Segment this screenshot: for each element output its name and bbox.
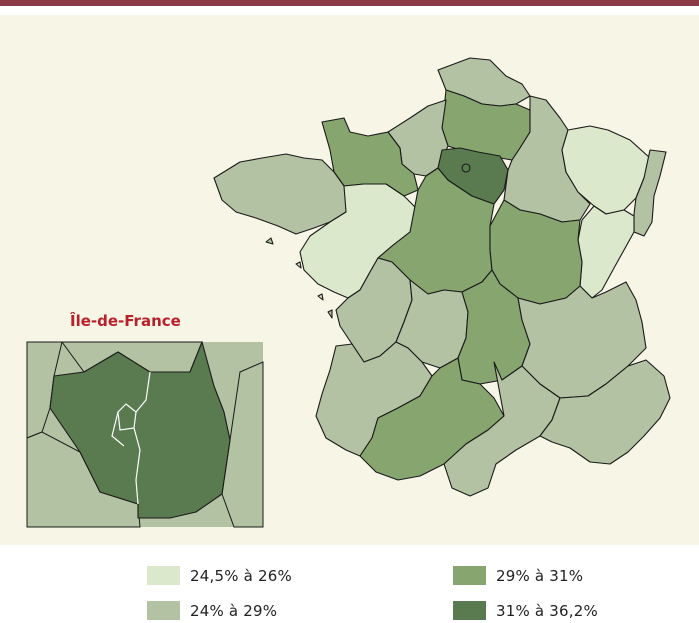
inset-paris-outline (117, 403, 137, 431)
legend-swatch-class4 (453, 601, 486, 620)
island-3 (317, 293, 324, 301)
region-languedoc-roussillon[interactable] (443, 361, 561, 497)
island-1 (265, 237, 274, 245)
map-panel: Île-de-France (0, 15, 699, 545)
legend-item-class4: 31% à 36,2% (453, 601, 598, 620)
legend-label-class2: 24% à 29% (190, 601, 278, 620)
region-lorraine[interactable] (561, 125, 651, 215)
inset-internal-border (133, 371, 151, 505)
paris-marker (461, 163, 471, 173)
ile-de-france-inset (26, 341, 264, 528)
legend-item-class3: 29% à 31% (453, 566, 583, 585)
legend-item-class2: 24% à 29% (147, 601, 277, 620)
legend-label-class1: 24,5% à 26% (190, 566, 292, 585)
legend-label-class4: 31% à 36,2% (496, 601, 598, 620)
inset-title: Île-de-France (70, 312, 181, 330)
inset-ile-de-france[interactable] (49, 341, 231, 519)
legend-item-class1: 24,5% à 26% (147, 566, 292, 585)
island-4 (327, 309, 333, 319)
france-map (26, 57, 671, 528)
inset-internal-border-2 (111, 411, 125, 447)
legend-swatch-class1 (147, 566, 180, 585)
top-accent-bar (0, 0, 699, 6)
island-2 (295, 261, 302, 269)
legend: 24,5% à 26% 24% à 29% 29% à 31% 31% à 36… (0, 545, 699, 623)
legend-swatch-class2 (147, 601, 180, 620)
legend-label-class3: 29% à 31% (496, 566, 584, 585)
region-alsace[interactable] (633, 149, 667, 237)
legend-swatch-class3 (453, 566, 486, 585)
region-paca[interactable] (539, 359, 671, 465)
